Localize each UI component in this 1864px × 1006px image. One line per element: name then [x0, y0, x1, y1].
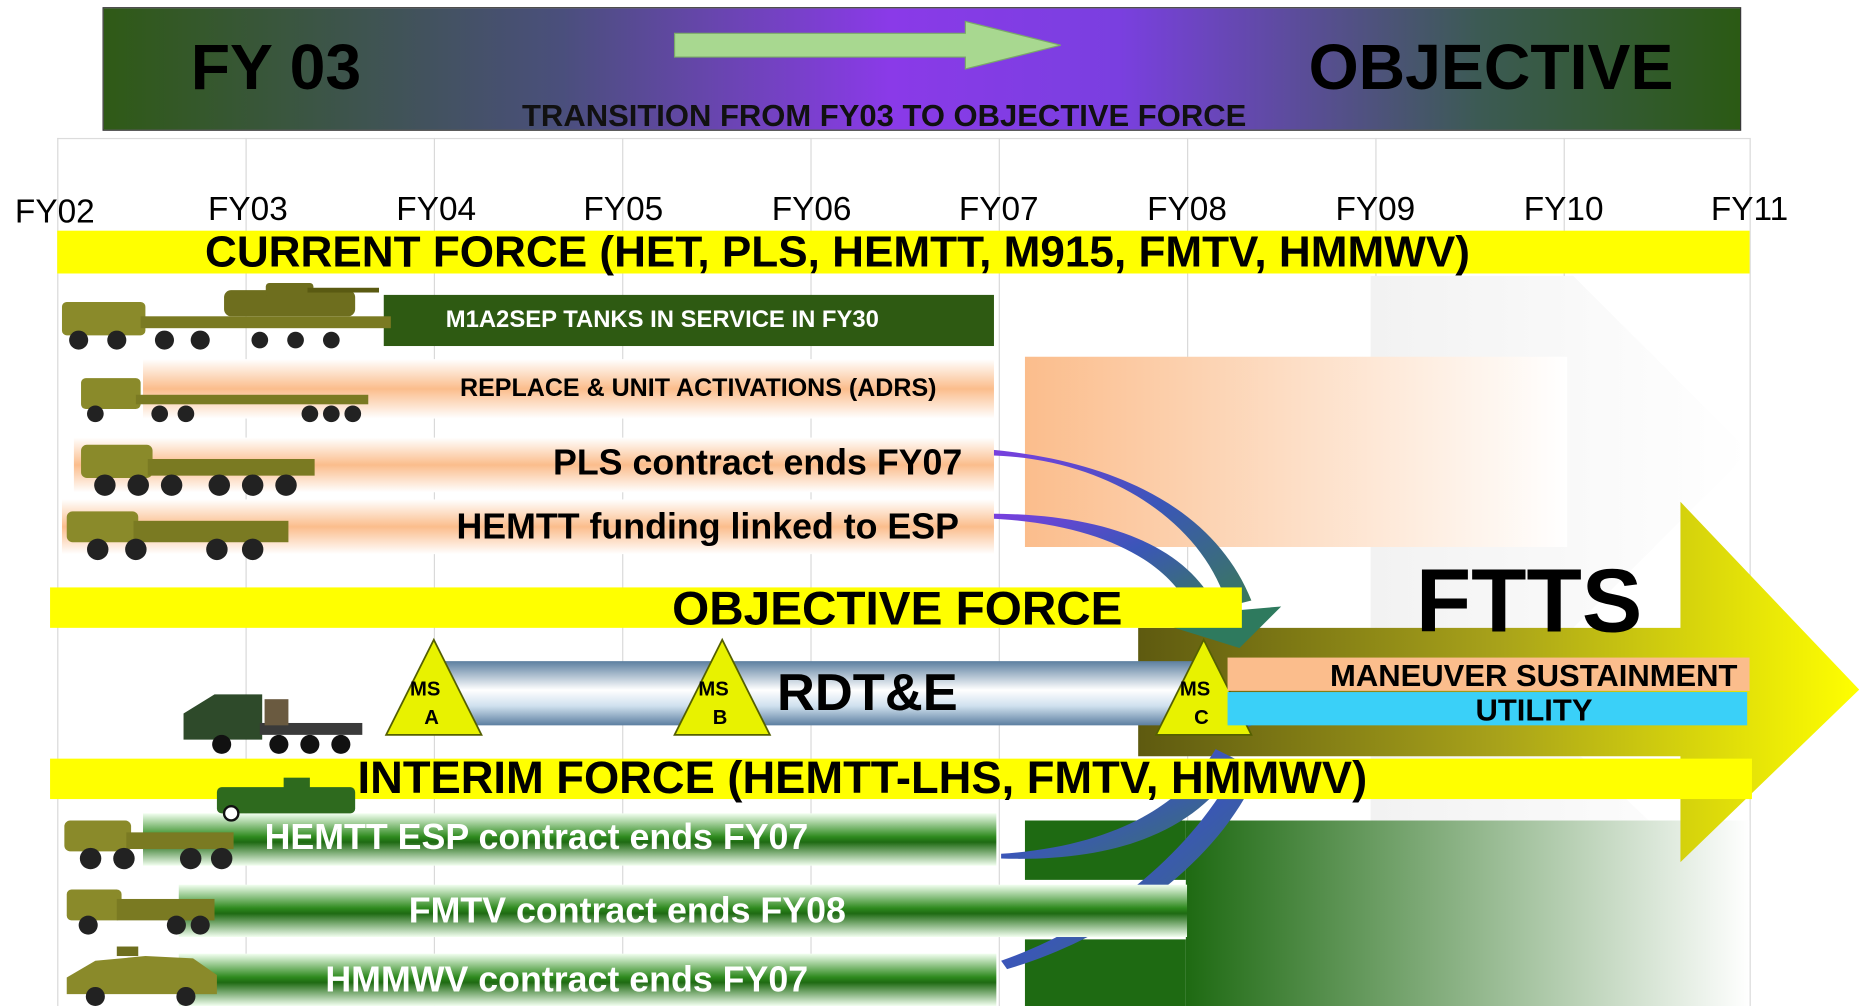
hmmwv-icon	[66, 946, 217, 1006]
interim-fade-block	[1185, 820, 1750, 1006]
ftts-utility-band	[1227, 692, 1748, 726]
milestone-b-icon	[673, 637, 772, 736]
rdte-label: RDT&E	[777, 663, 958, 722]
tank-service-bar	[383, 294, 994, 347]
grid-line	[1749, 137, 1751, 1006]
grid-line	[622, 137, 624, 1006]
het-tank-transporter-icon	[61, 283, 391, 350]
year-label: FY10	[1523, 190, 1604, 228]
rdte-bar	[429, 661, 1216, 726]
banner-right-title: OBJECTIVE	[1308, 32, 1674, 104]
fmtv-truck-icon	[66, 889, 215, 935]
ftts-concept-vehicle-icon	[183, 694, 363, 754]
current-force-bar	[57, 230, 1750, 274]
replace-activations-label: REPLACE & UNIT ACTIVATIONS (ADRS)	[460, 374, 937, 402]
ftts-title: FTTS	[1415, 550, 1643, 652]
milestone-a-line2: A	[424, 706, 439, 729]
interim-vehicle-icon	[216, 777, 356, 822]
interim-green-block	[1024, 939, 1186, 1006]
hemtt-truck-icon	[66, 511, 289, 561]
m915-tractor-trailer-icon	[81, 378, 369, 423]
transition-arrow-icon	[673, 20, 1061, 70]
milestone-b-line2: B	[712, 706, 728, 729]
hemtt-label: HEMTT funding linked to ESP	[456, 507, 959, 547]
fmtv-label: FMTV contract ends FY08	[408, 891, 846, 932]
grid-line	[245, 137, 247, 1006]
grid-line	[998, 137, 1000, 1006]
year-label: FY08	[1147, 190, 1227, 228]
year-label: FY02	[14, 192, 95, 230]
tank-service-label: M1A2SEP TANKS IN SERVICE IN FY30	[445, 306, 879, 333]
banner-left-title: FY 03	[190, 32, 362, 104]
ftts-maneuver-band	[1227, 657, 1750, 691]
milestone-a-icon	[384, 637, 483, 736]
fmtv-bar	[178, 884, 1188, 938]
hemtt-esp-label: HEMTT ESP contract ends FY07	[264, 818, 809, 858]
ftts-utility-label: UTILITY	[1475, 692, 1593, 728]
year-label: FY11	[1710, 190, 1789, 228]
year-label: FY06	[771, 190, 852, 228]
year-label: FY09	[1335, 190, 1416, 228]
milestone-c-line2: C	[1194, 706, 1209, 729]
milestone-c-line1: MS	[1179, 677, 1211, 701]
hmmwv-label: HMMWV contract ends FY07	[325, 960, 809, 1001]
hmmwv-bar	[178, 953, 997, 1006]
pls-truck-icon	[81, 444, 315, 496]
replace-activations-bar	[143, 359, 994, 419]
timeline-top-rule	[57, 137, 1750, 140]
interim-force-label: INTERIM FORCE (HEMTT-LHS, FMTV, HMMWV)	[357, 753, 1368, 804]
current-force-fade-block	[1024, 356, 1568, 547]
ftts-maneuver-label: MANEUVER SUSTAINMENT	[1330, 657, 1738, 694]
objective-force-bar	[50, 587, 1242, 628]
hemtt-esp-bar	[143, 813, 997, 866]
year-label: FY04	[396, 190, 477, 228]
milestone-a-line1: MS	[409, 677, 441, 701]
banner-subtitle: TRANSITION FROM FY03 TO OBJECTIVE FORCE	[522, 97, 1247, 134]
year-label: FY05	[583, 190, 664, 228]
current-force-label: CURRENT FORCE (HET, PLS, HEMTT, M915, FM…	[204, 227, 1470, 276]
year-label: FY03	[208, 190, 288, 228]
grid-line	[433, 137, 436, 1006]
grid-line	[57, 137, 59, 1006]
objective-force-label: OBJECTIVE FORCE	[672, 582, 1123, 635]
pls-label: PLS contract ends FY07	[552, 443, 963, 483]
hemtt-lhs-truck-icon	[64, 820, 234, 870]
milestone-b-line1: MS	[698, 677, 729, 701]
year-label: FY07	[958, 190, 1039, 228]
milestone-c-icon	[1154, 637, 1253, 736]
grid-line	[810, 137, 812, 1006]
transition-banner	[102, 7, 1742, 131]
